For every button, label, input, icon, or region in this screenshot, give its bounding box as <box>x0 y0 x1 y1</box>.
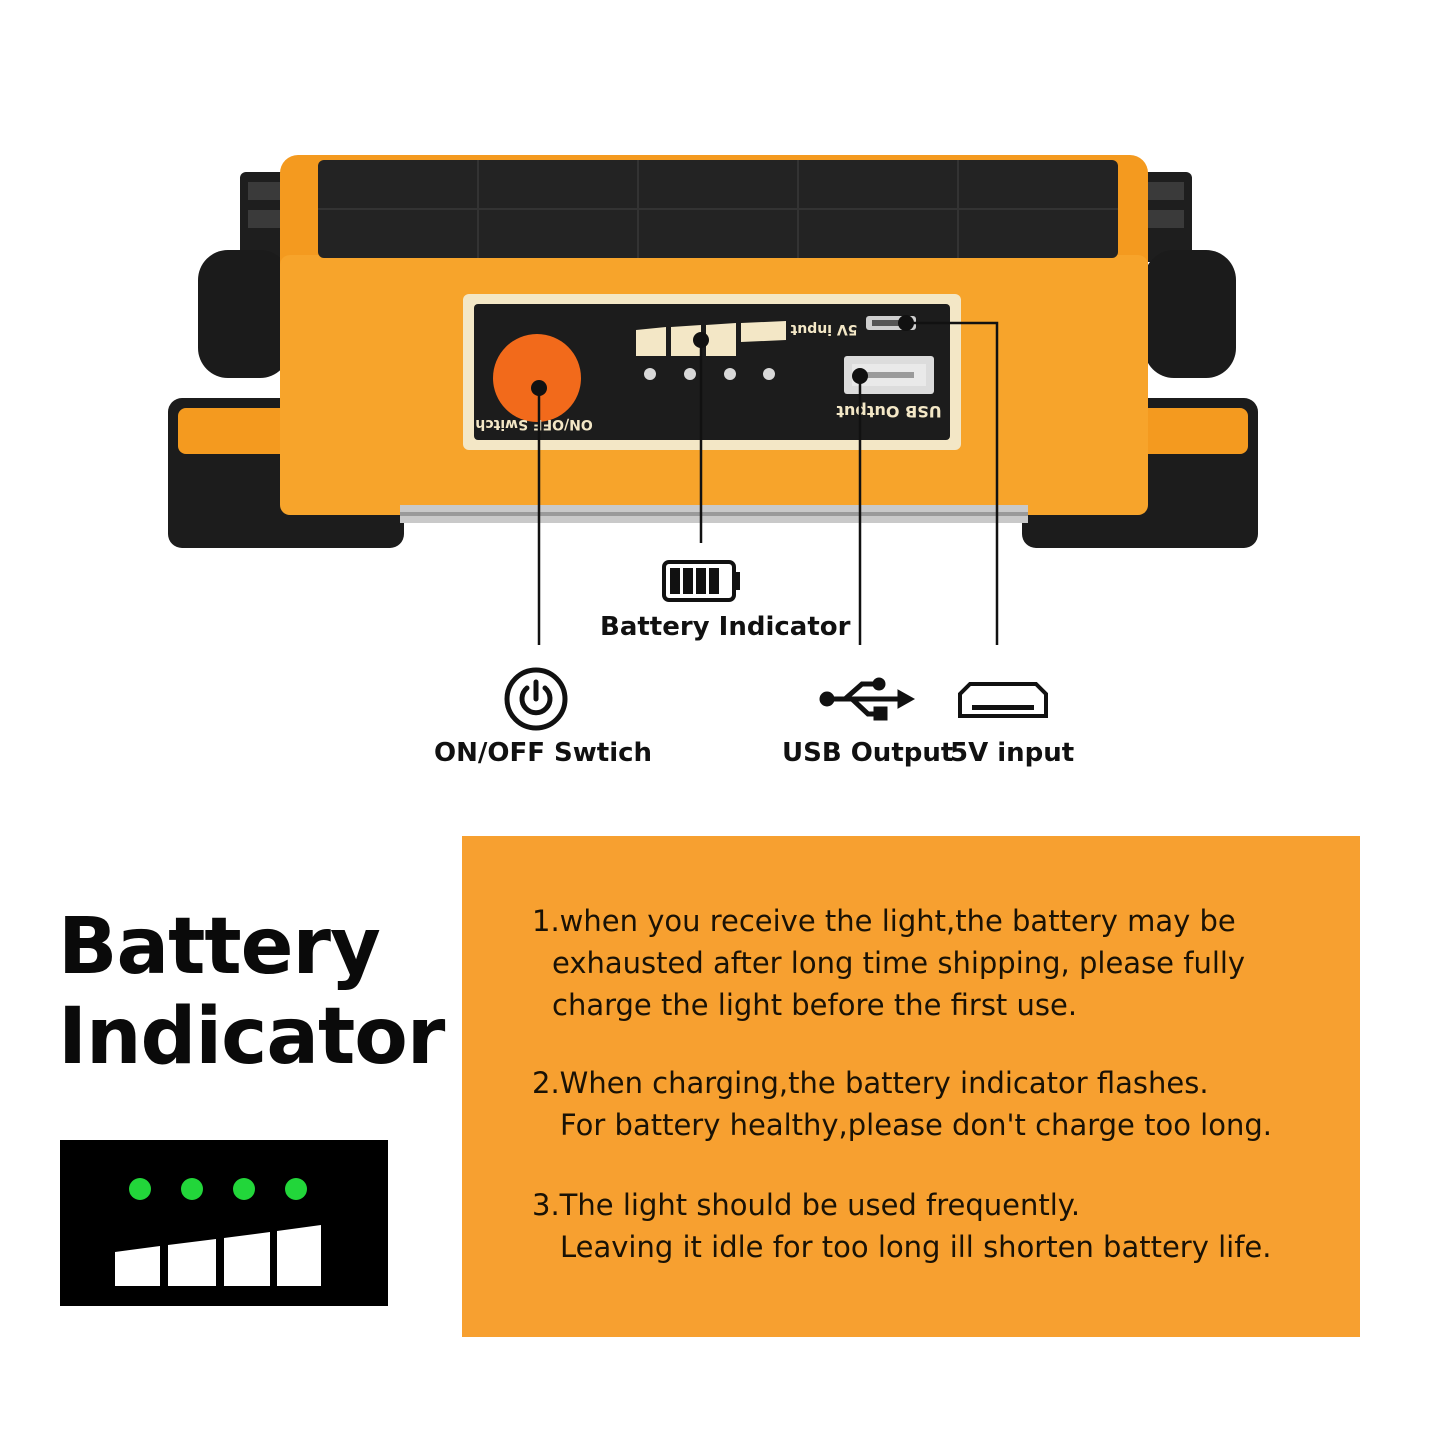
indicator-dot-4 <box>285 1178 307 1200</box>
battery-icon <box>662 560 740 602</box>
note-2: 2.When charging,the battery indicator fl… <box>532 1062 1272 1146</box>
note-2-line-1: 2.When charging,the battery indicator fl… <box>532 1066 1209 1100</box>
note-1-line-2: exhausted after long time shipping, plea… <box>552 946 1246 980</box>
device-illustration: ON/OFF Switch 5V input USB Output <box>168 155 1258 731</box>
section-title: Battery Indicator <box>58 902 445 1082</box>
solar-panel <box>318 160 1118 258</box>
power-icon <box>504 667 568 731</box>
five-v-input-label: 5V input <box>950 738 1075 768</box>
battery-indicator-label: Battery Indicator <box>600 612 851 642</box>
section-title-line1: Battery <box>58 902 381 992</box>
usb-icon <box>819 677 916 721</box>
note-3-line-1: 3.The light should be used frequently. <box>532 1188 1081 1222</box>
indicator-bar-1 <box>115 1246 160 1286</box>
note-2-line-2: For battery healthy,please don't charge … <box>560 1108 1272 1142</box>
indicator-dot-1 <box>129 1178 151 1200</box>
indicator-graphic <box>115 1178 321 1286</box>
usb-output-label: USB Output <box>782 738 954 768</box>
panel-input-text: 5V input <box>790 321 857 337</box>
indicator-dot-2 <box>181 1178 203 1200</box>
micro-usb-icon <box>958 682 1048 718</box>
device-power-button <box>493 334 581 422</box>
indicator-dot-3 <box>233 1178 255 1200</box>
on-off-switch-label: ON/OFF Swtich <box>434 738 653 768</box>
note-1-line-1: 1.when you receive the light,the battery… <box>532 904 1236 938</box>
note-3-line-2: Leaving it idle for too long ill shorten… <box>560 1230 1272 1264</box>
indicator-bar-3 <box>224 1232 270 1286</box>
indicator-bar-4 <box>277 1225 321 1286</box>
panel-output-text: USB Output <box>836 402 942 421</box>
section-title-line2: Indicator <box>58 992 445 1082</box>
indicator-bar-2 <box>168 1239 216 1286</box>
battery-indicator-panel <box>60 1140 388 1306</box>
panel-switch-text: ON/OFF Switch <box>475 416 592 432</box>
note-1: 1.when you receive the light,the battery… <box>532 900 1245 1026</box>
leader-lines <box>537 321 999 645</box>
notes-box: 1.when you receive the light,the battery… <box>462 836 1360 1337</box>
control-panel: ON/OFF Switch 5V input USB Output <box>463 294 961 450</box>
note-3: 3.The light should be used frequently. L… <box>532 1184 1272 1268</box>
note-1-line-3: charge the light before the first use. <box>552 988 1078 1022</box>
